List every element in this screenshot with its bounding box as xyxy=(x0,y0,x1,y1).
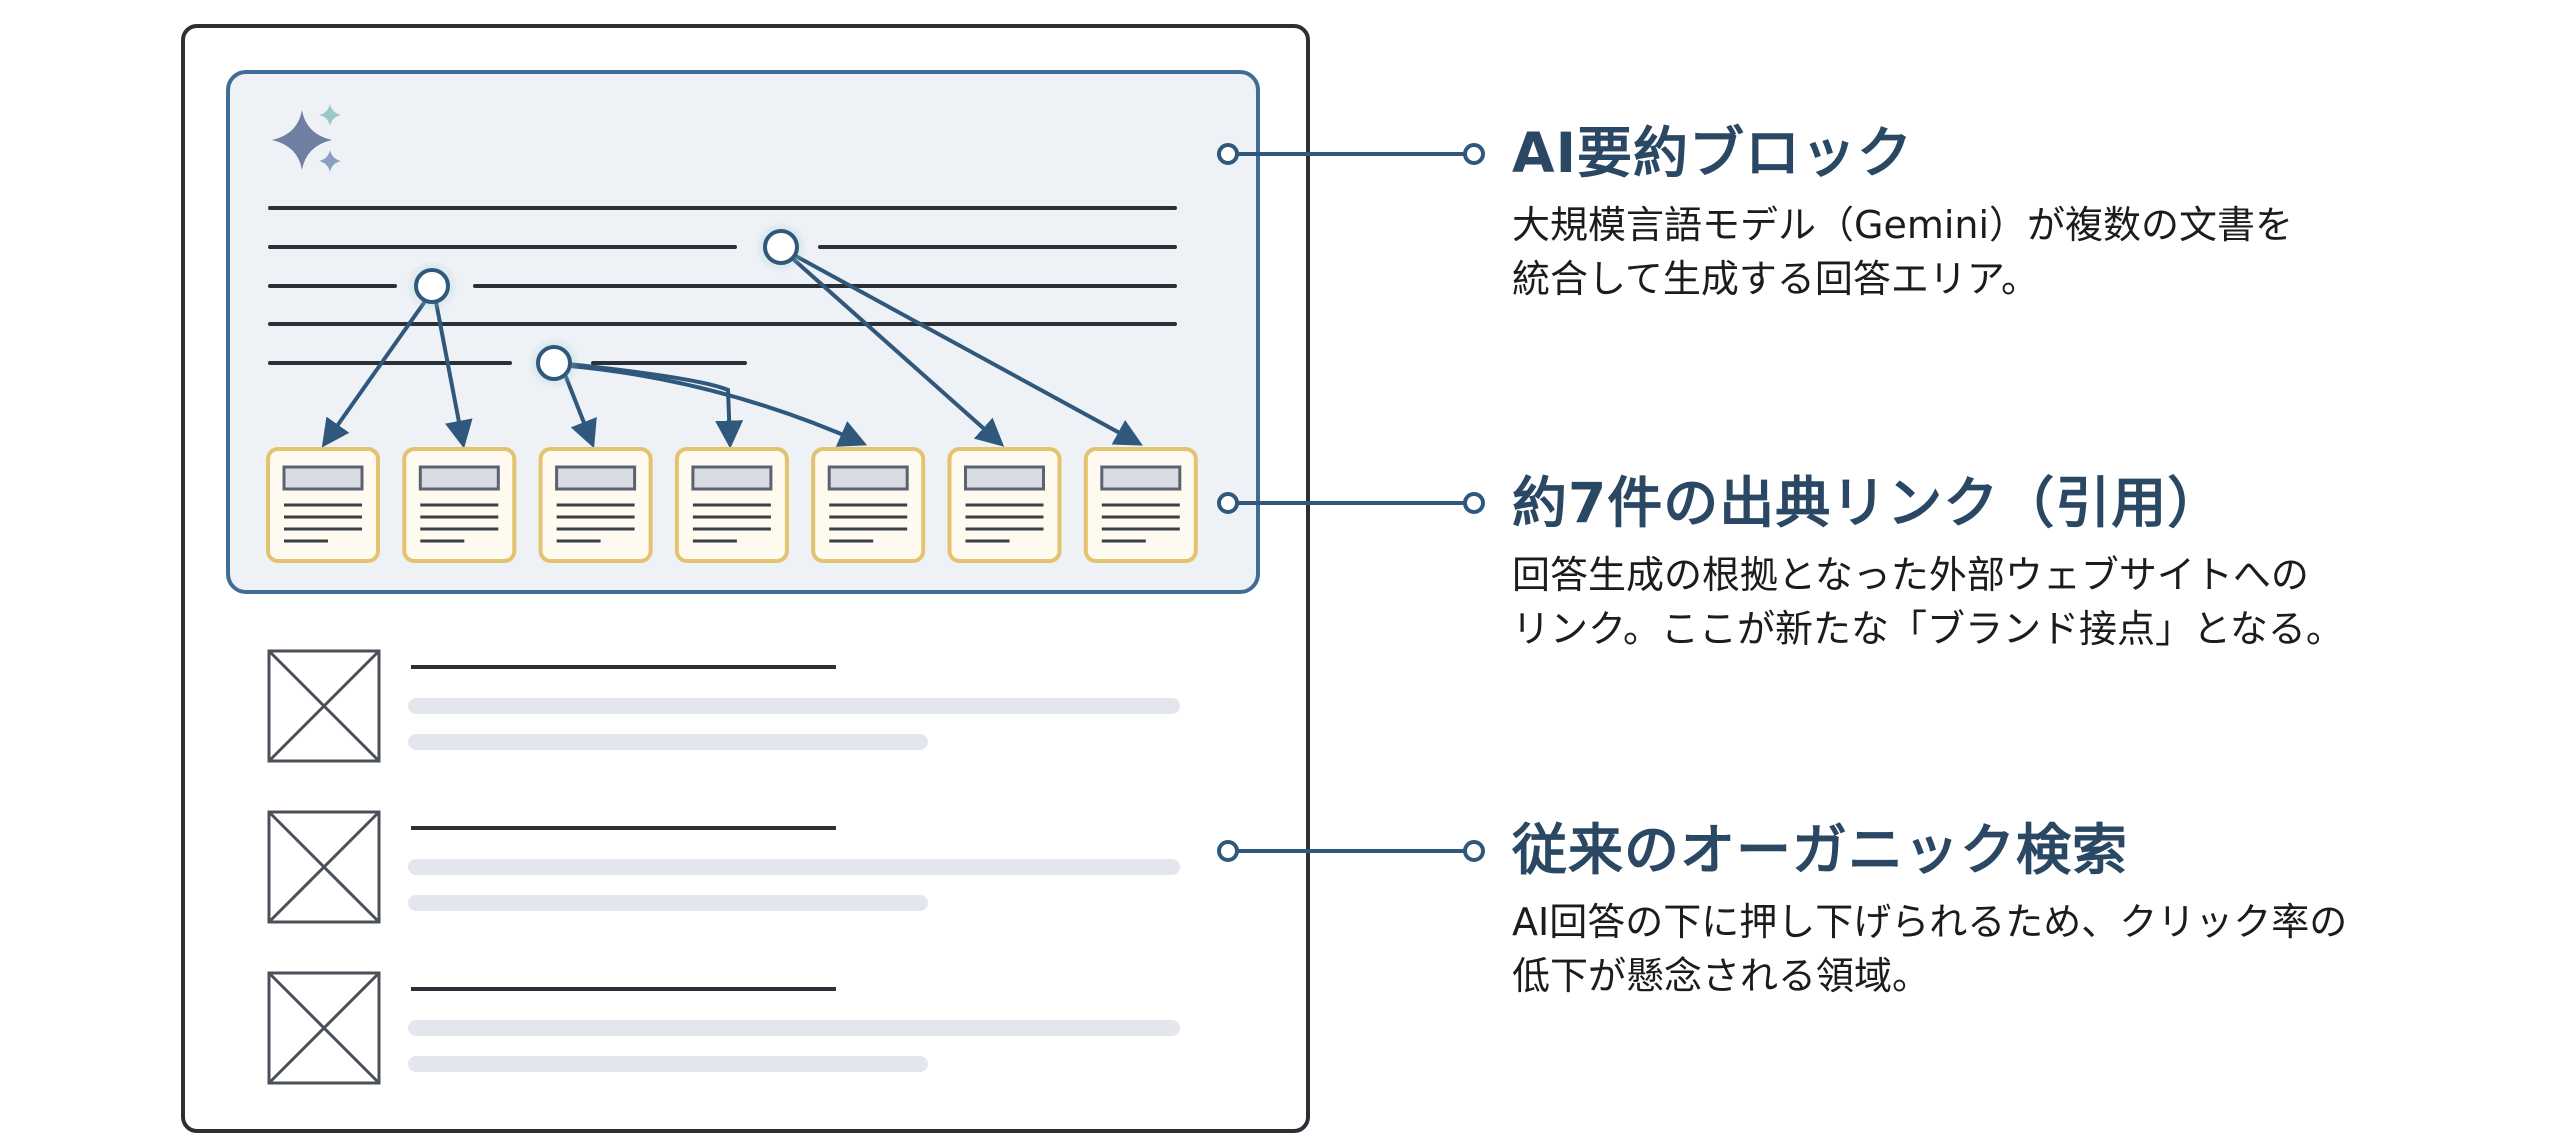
callout-title: 従来のオーガニック検索 xyxy=(1512,818,2129,882)
callout-description: 大規模言語モデル（Gemini）が複数の文書を 統合して生成する回答エリア。 xyxy=(1512,198,2512,306)
source-link-card[interactable] xyxy=(811,447,926,563)
callout-description-line: 低下が懸念される領域。 xyxy=(1512,954,1931,998)
ai-summary-text-lines xyxy=(268,206,1177,365)
image-placeholder-icon xyxy=(267,810,381,924)
source-link-card[interactable] xyxy=(402,447,517,563)
source-link-card[interactable] xyxy=(266,447,380,563)
source-cards xyxy=(266,447,1198,563)
callout-description-line: 統合して生成する回答エリア。 xyxy=(1512,257,2040,301)
callout-description-line: 回答生成の根拠となった外部ウェブサイトへの xyxy=(1512,553,2309,597)
organic-result[interactable] xyxy=(267,971,1180,1085)
image-placeholder-icon xyxy=(267,649,381,763)
source-link-card[interactable] xyxy=(538,447,653,563)
callout-title: AI要約ブロック xyxy=(1512,121,1914,185)
callout-ai-summary: AI要約ブロック 大規模言語モデル（Gemini）が複数の文書を 統合して生成す… xyxy=(1512,118,2512,306)
citation-marker xyxy=(406,260,458,312)
callout-connectors xyxy=(1217,143,1485,862)
source-link-card[interactable] xyxy=(674,447,789,563)
callout-organic-search: 従来のオーガニック検索 AI回答の下に押し下げられるため、クリック率の 低下が懸… xyxy=(1512,815,2512,1003)
callout-source-links: 約7件の出典リンク（引用） 回答生成の根拠となった外部ウェブサイトへの リンク。… xyxy=(1512,468,2512,656)
sparkle-icon xyxy=(272,104,341,172)
organic-result[interactable] xyxy=(267,649,1180,763)
callout-description-line: リンク。ここが新たな「ブランド接点」となる。 xyxy=(1512,607,2344,651)
source-link-card[interactable] xyxy=(1083,447,1198,563)
citation-marker xyxy=(528,337,580,389)
citation-arrows xyxy=(321,252,1143,449)
callout-title: 約7件の出典リンク（引用） xyxy=(1512,471,2224,535)
citation-marker xyxy=(755,221,807,273)
source-link-card[interactable] xyxy=(947,447,1062,563)
callout-description: AI回答の下に押し下げられるため、クリック率の 低下が懸念される領域。 xyxy=(1512,895,2512,1003)
image-placeholder-icon xyxy=(267,971,381,1085)
callout-description-line: AI回答の下に押し下げられるため、クリック率の xyxy=(1512,900,2348,944)
callout-description: 回答生成の根拠となった外部ウェブサイトへの リンク。ここが新たな「ブランド接点」… xyxy=(1512,548,2512,656)
organic-results xyxy=(267,649,1180,1085)
organic-result[interactable] xyxy=(267,810,1180,924)
callout-description-line: 大規模言語モデル（Gemini）が複数の文書を xyxy=(1512,203,2294,247)
